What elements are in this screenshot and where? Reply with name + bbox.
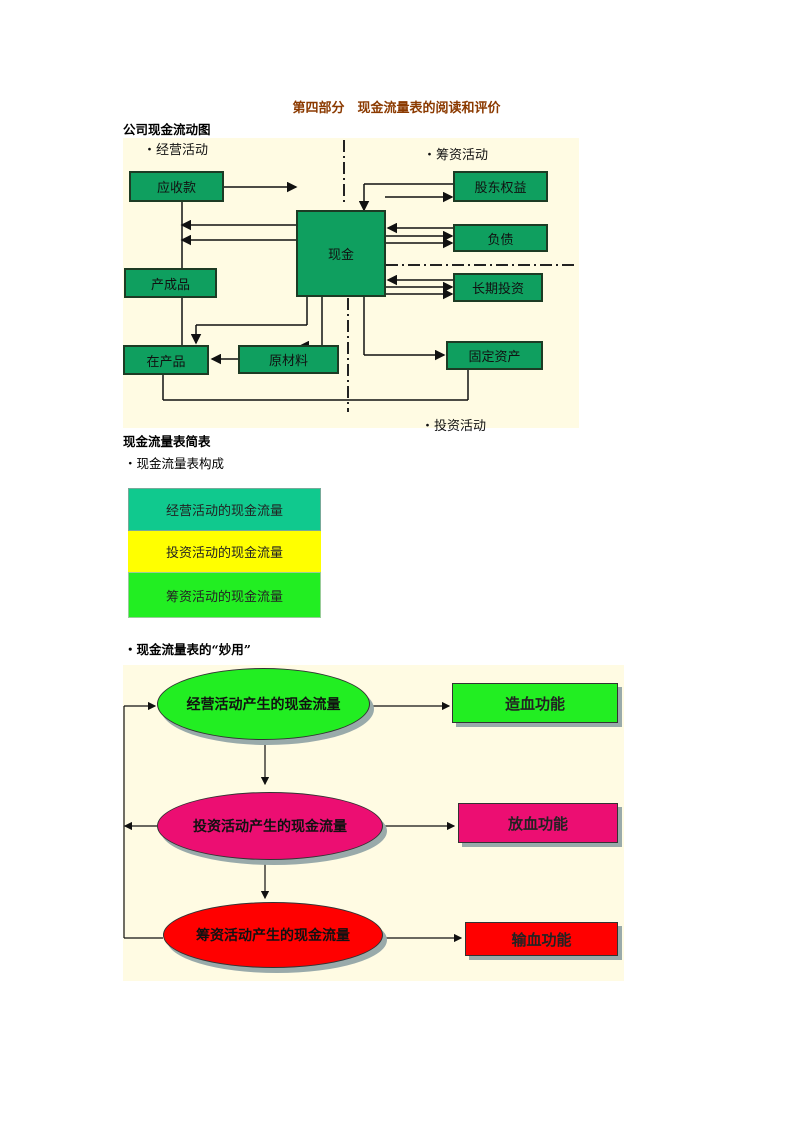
row-operating-cash-flow: 经营活动的现金流量 <box>128 488 321 531</box>
label-investing-activities: ・投资活动 <box>421 419 487 434</box>
label-operating-activities: ・经营活动 <box>143 143 209 158</box>
section-heading-cash-flow-diagram: 公司现金流动图 <box>123 122 211 137</box>
bullet-uses-of-statement: ・现金流量表的“妙用” <box>124 642 251 657</box>
page-title: 第四部分 现金流量表的阅读和评价 <box>292 101 501 116</box>
ellipse-financing-cash-flow: 筹资活动产生的现金流量 <box>163 902 383 968</box>
box-raw-materials: 原材料 <box>238 345 339 374</box>
label-financing-activities: ・筹资活动 <box>423 148 489 163</box>
section-heading-cash-flow-summary: 现金流量表简表 <box>123 434 211 449</box>
row-investing-cash-flow: 投资活动的现金流量 <box>128 531 321 572</box>
bullet-statement-structure: ・现金流量表构成 <box>124 456 225 471</box>
ellipse-investing-cash-flow: 投资活动产生的现金流量 <box>157 792 383 860</box>
box-long-term-investment: 长期投资 <box>453 273 543 302</box>
box-finished-goods: 产成品 <box>124 268 217 298</box>
box-work-in-progress: 在产品 <box>123 345 209 375</box>
box-receivables: 应收款 <box>129 171 224 202</box>
box-liabilities: 负债 <box>453 224 548 252</box>
box-shareholders-equity: 股东权益 <box>453 171 548 202</box>
ellipse-operating-cash-flow: 经营活动产生的现金流量 <box>157 668 370 740</box>
box-blood-making-function: 造血功能 <box>452 683 618 723</box>
box-fixed-assets: 固定资产 <box>446 341 543 370</box>
box-bloodletting-function: 放血功能 <box>458 803 618 843</box>
box-transfusion-function: 输血功能 <box>465 922 618 956</box>
box-cash: 现金 <box>296 210 386 297</box>
row-financing-cash-flow: 筹资活动的现金流量 <box>128 572 321 618</box>
